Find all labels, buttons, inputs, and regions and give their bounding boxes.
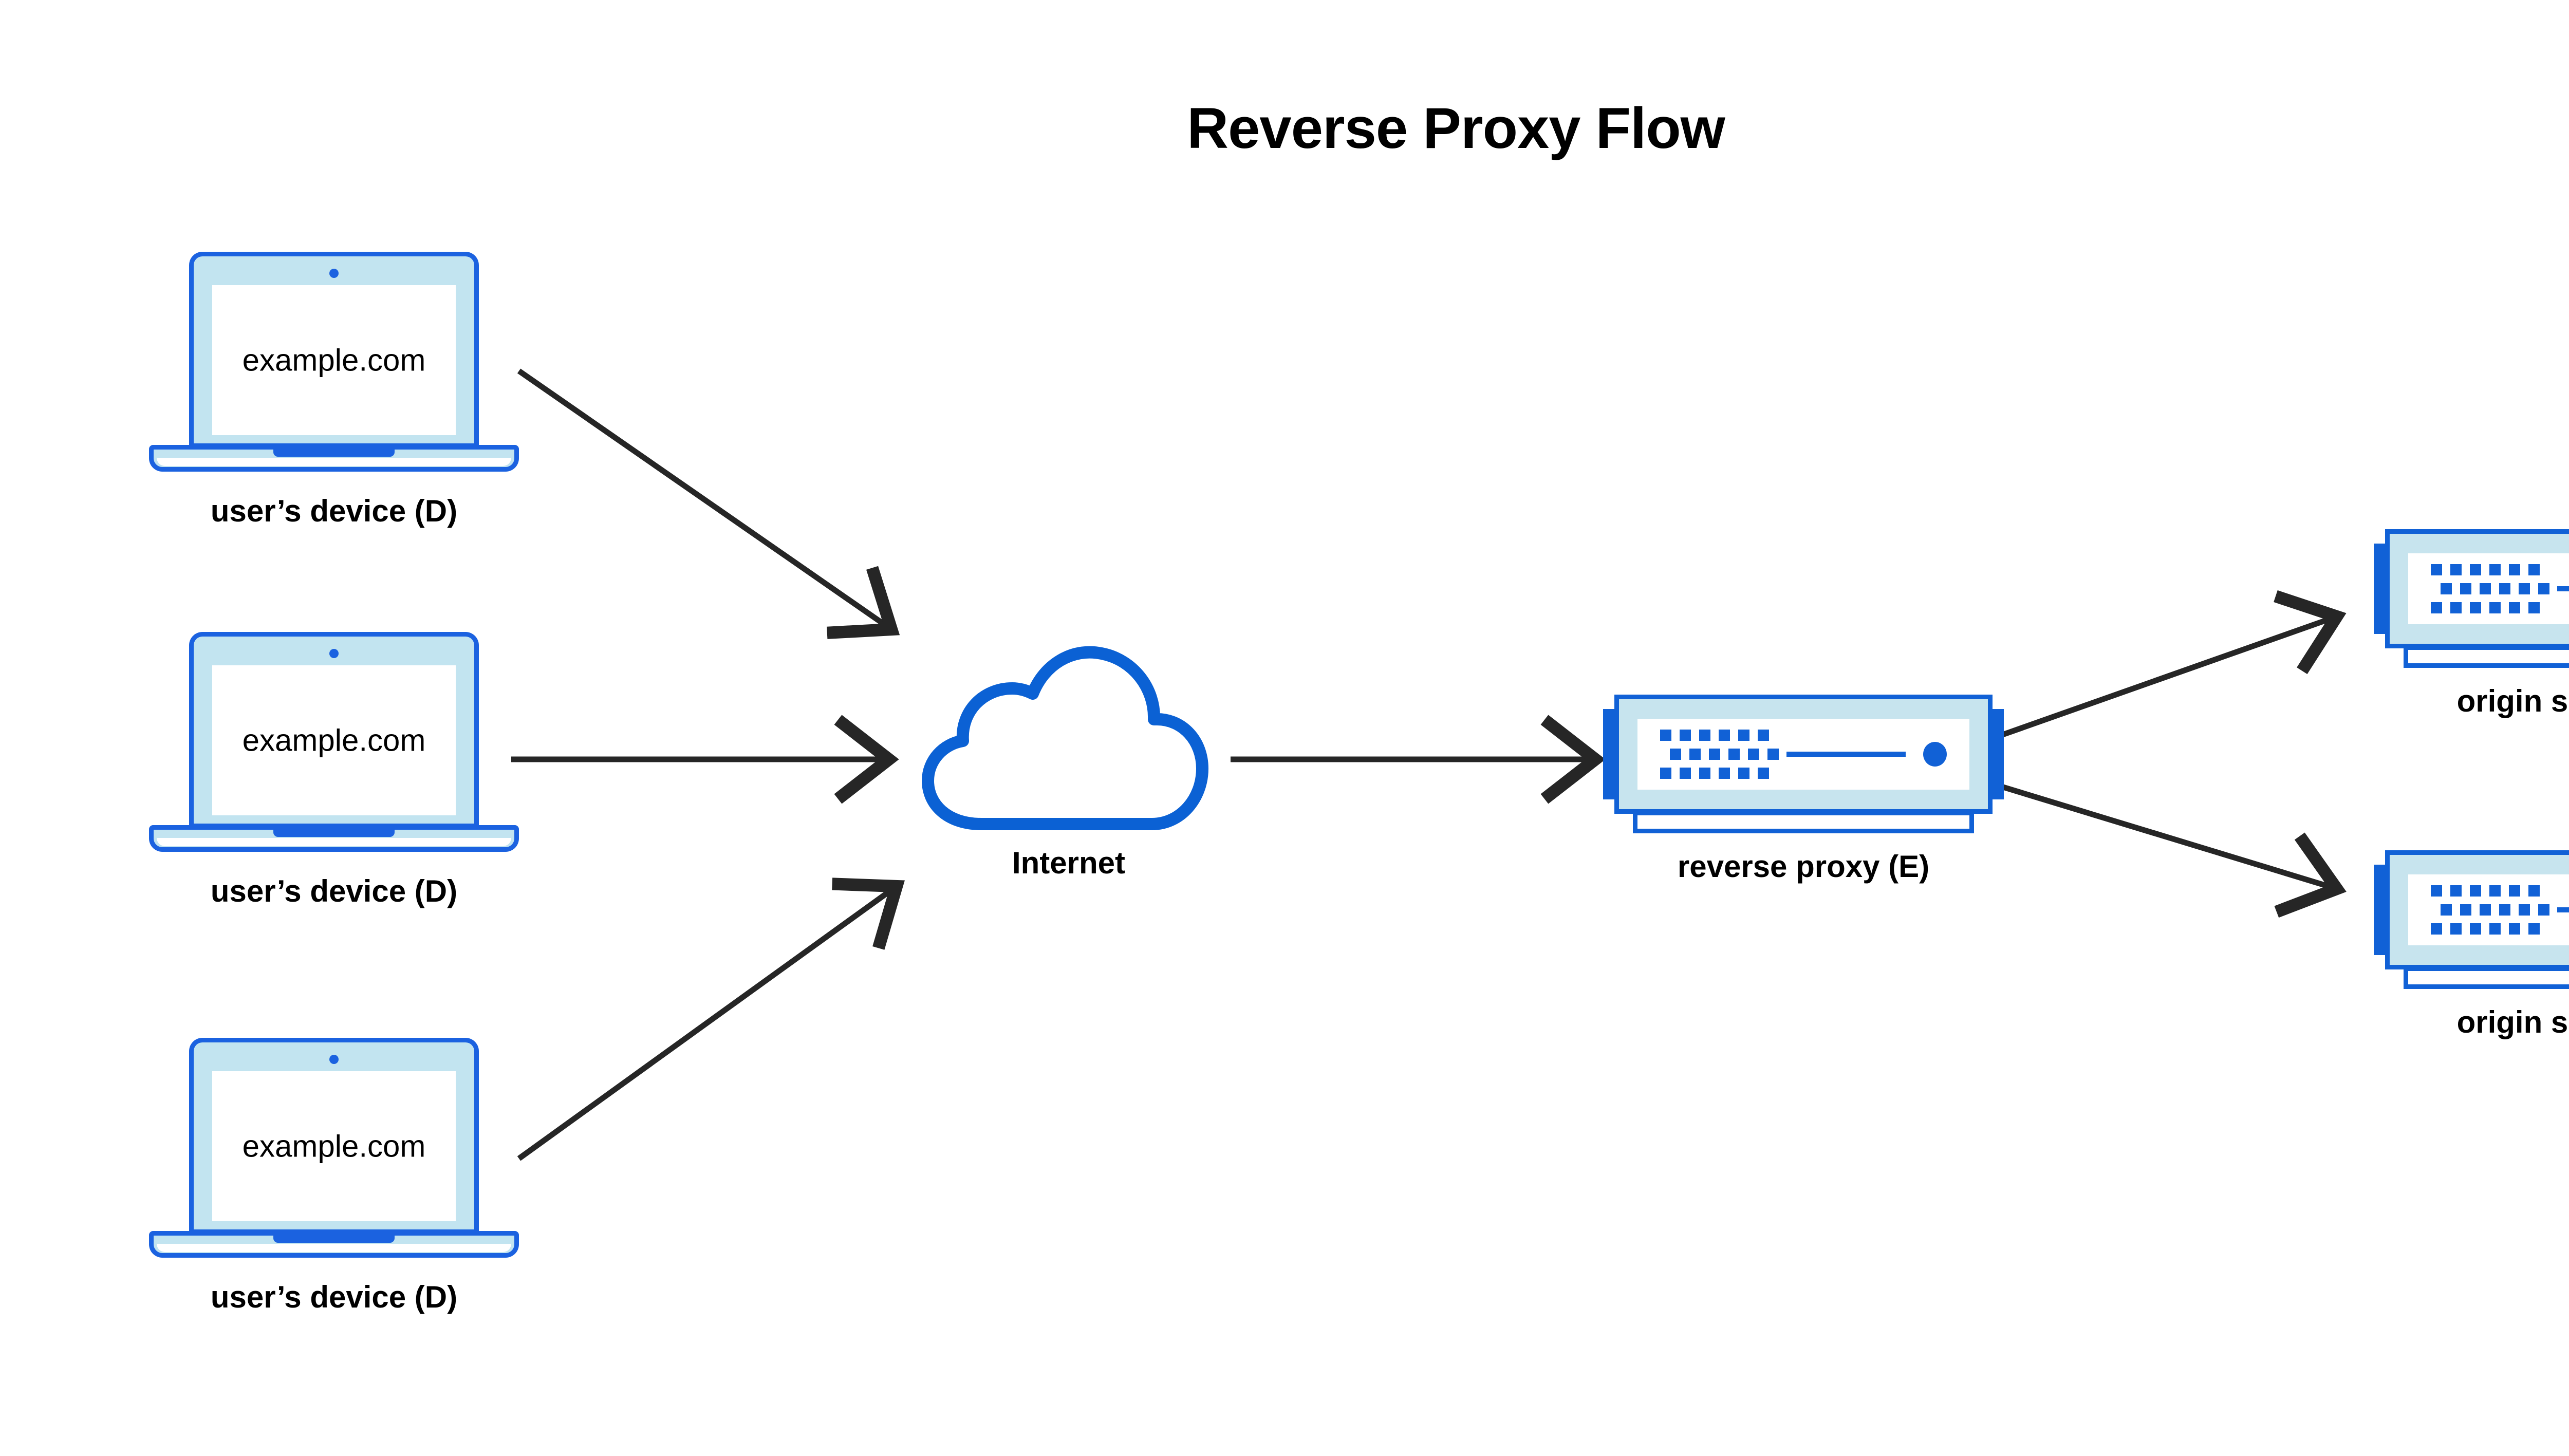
laptop-base-strip (157, 838, 511, 846)
server-status-line (2557, 586, 2569, 591)
laptop-icon: example.com (149, 252, 519, 478)
server-icon (2374, 529, 2569, 668)
origin-server-label-1: origin server (F) (2456, 684, 2569, 718)
cloud-icon (909, 637, 1228, 843)
flow-arrow-proxy-origin1 (1999, 590, 2347, 739)
server-status-line (1786, 752, 1906, 757)
client-node-3[interactable]: example.com user’s device (D) (149, 1038, 519, 1314)
page-title: Reverse Proxy Flow (1187, 96, 1725, 160)
browser-url-text: example.com (242, 723, 426, 758)
laptop-screen: example.com (212, 285, 456, 435)
cloud-shape (922, 646, 1208, 830)
reverse-proxy-label: reverse proxy (E) (1677, 849, 1930, 884)
server-panel (2408, 553, 2569, 624)
laptop-lid: example.com (189, 1038, 479, 1234)
origin-server-label-2: origin server (F) (2456, 1005, 2569, 1039)
laptop-lid: example.com (189, 632, 479, 828)
server-base (2404, 645, 2569, 668)
laptop-icon: example.com (149, 1038, 519, 1264)
server-base (2404, 966, 2569, 989)
laptop-camera-icon (329, 649, 339, 658)
server-status-line (2557, 907, 2569, 912)
laptop-icon: example.com (149, 632, 519, 858)
flow-arrow-client1-internet (517, 368, 900, 639)
server-body (2385, 529, 2569, 648)
laptop-camera-icon (329, 1055, 339, 1064)
client-label-1: user’s device (D) (210, 494, 458, 528)
origin-server-node-2[interactable]: origin server (F) (2374, 850, 2569, 1039)
flow-arrow-client3-internet (517, 878, 905, 1161)
laptop-base (149, 1231, 519, 1258)
client-node-2[interactable]: example.com user’s device (D) (149, 632, 519, 908)
laptop-notch (273, 829, 395, 837)
client-label-2: user’s device (D) (210, 874, 458, 908)
server-base (1633, 811, 1974, 833)
laptop-base (149, 445, 519, 472)
origin-server-node-1[interactable]: origin server (F) (2374, 529, 2569, 718)
laptop-base (149, 825, 519, 852)
browser-url-text: example.com (242, 1129, 426, 1164)
laptop-camera-icon (329, 269, 339, 278)
browser-url-text: example.com (242, 343, 426, 378)
laptop-lid: example.com (189, 252, 479, 448)
laptop-base-strip (157, 458, 511, 466)
server-icon (1603, 695, 2004, 833)
server-panel (1637, 719, 1969, 790)
server-leds-icon (1660, 730, 1779, 779)
internet-node[interactable]: Internet (909, 637, 1228, 880)
server-body (2385, 850, 2569, 969)
laptop-screen: example.com (212, 665, 456, 815)
laptop-base-strip (157, 1244, 511, 1252)
flow-arrow-proxy-origin2 (1999, 783, 2347, 918)
server-panel (2408, 874, 2569, 945)
laptop-notch (273, 1235, 395, 1243)
reverse-proxy-node[interactable]: reverse proxy (E) (1603, 695, 2004, 884)
server-status-dot (1923, 742, 1947, 767)
server-icon (2374, 850, 2569, 989)
server-leds-icon (2431, 885, 2549, 935)
laptop-notch (273, 449, 395, 457)
server-body (1614, 695, 1993, 814)
server-leds-icon (2431, 564, 2549, 613)
laptop-screen: example.com (212, 1071, 456, 1221)
internet-label: Internet (1012, 846, 1126, 880)
client-label-3: user’s device (D) (210, 1280, 458, 1314)
client-node-1[interactable]: example.com user’s device (D) (149, 252, 519, 528)
